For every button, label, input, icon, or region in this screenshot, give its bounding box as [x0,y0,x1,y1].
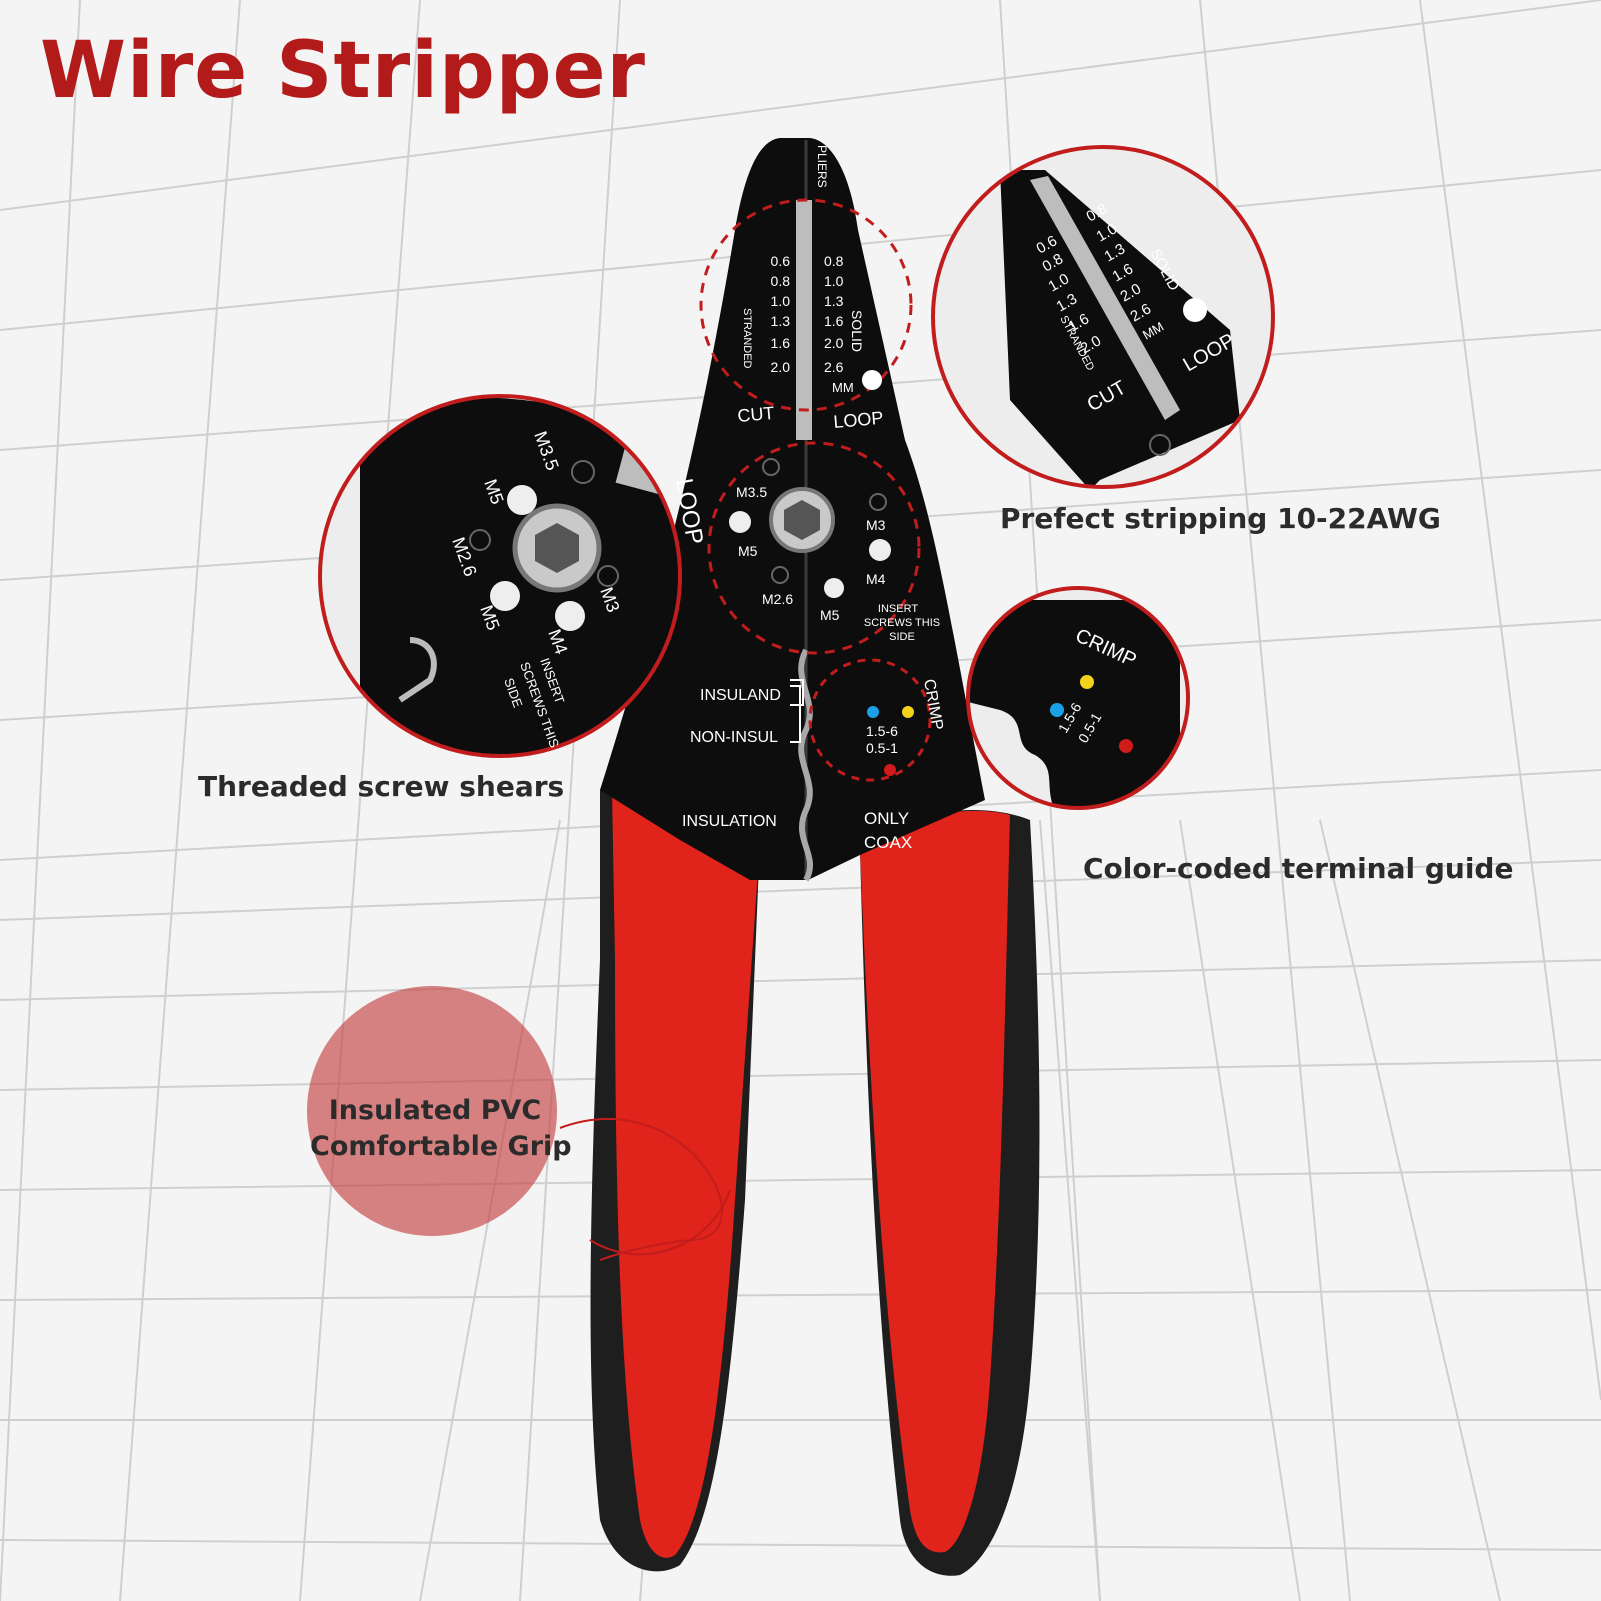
screw-shears-zoom: M3.5 M5 M2.6 M5 M3 M4 LOOP INSERT SCREWS… [318,394,708,758]
stranded-label: STRANDED [741,308,753,369]
stranded-size: 1.0 [771,293,791,309]
grip-highlight [307,986,731,1261]
solid-size: 1.6 [824,313,844,329]
solid-size: 2.6 [824,359,844,375]
crimp-zoom: CRIMP 1.5-6 0.5-1 [966,586,1190,810]
grip-callout-line: Comfortable Grip [310,1131,572,1162]
crimp-range: 0.5-1 [866,740,898,756]
solid-size: 1.0 [824,273,844,289]
grip-callout: Insulated PVC Comfortable Grip [310,1093,572,1165]
insert-screws-label: SIDE [889,631,915,643]
solid-label: SOLID [849,310,865,352]
insulation-label: INSULATION [682,813,777,830]
non-insul-label: NON-INSUL [690,729,778,746]
solid-size: 0.8 [824,253,844,269]
screw-size: M3.5 [736,484,767,500]
solid-size: 1.3 [824,293,844,309]
screw-zoom-ring [707,441,921,655]
cut-label: CUT [737,403,776,426]
page-title: Wire Stripper [40,26,646,116]
coax-label: COAX [864,833,912,852]
crimp-range: 1.5-6 [866,723,898,739]
screw-size: M5 [738,543,758,559]
screw-size: M5 [820,607,840,623]
loop-hole [862,370,882,390]
stripping-zoom: 0.6 0.8 1.0 1.3 1.6 2.0 0.8 1.0 1.3 1.6 … [931,145,1275,489]
red-terminal-dot [884,764,896,776]
solid-size: 2.0 [824,335,844,351]
blue-terminal-dot [867,706,879,718]
tool-head [600,138,985,882]
stranded-size: 1.6 [771,335,791,351]
insert-screws-label: INSERT [878,603,918,615]
shears-callout: Threaded screw shears [198,770,565,803]
left-handle [590,787,760,1572]
screw-size: M4 [866,571,886,587]
right-handle [860,810,1040,1576]
crimp-zoom-ring [808,658,932,782]
insuland-label: INSULAND [700,687,781,704]
pliers-label: PLIERS [815,145,829,188]
screw-size: M2.6 [762,591,793,607]
stranded-size: 2.0 [771,359,791,375]
screw-size: M3 [866,517,886,533]
yellow-terminal-dot [902,706,914,718]
grip-callout-line: Insulated PVC [328,1095,542,1126]
stranded-size: 0.6 [771,253,791,269]
stranded-size: 1.3 [771,313,791,329]
mm-label: MM [832,380,854,395]
stripping-callout: Prefect stripping 10-22AWG [1000,502,1441,535]
terminal-callout: Color-coded terminal guide [1083,852,1514,885]
insert-screws-label: SCREWS THIS [864,617,940,629]
stripping-zoom-ring [699,198,913,412]
only-label: ONLY [864,809,909,828]
head-labels: PLIERS 0.6 0.8 1.0 1.3 1.6 2.0 0.8 1.0 1… [682,145,946,852]
loop-label: LOOP [833,408,885,432]
stranded-size: 0.8 [771,273,791,289]
